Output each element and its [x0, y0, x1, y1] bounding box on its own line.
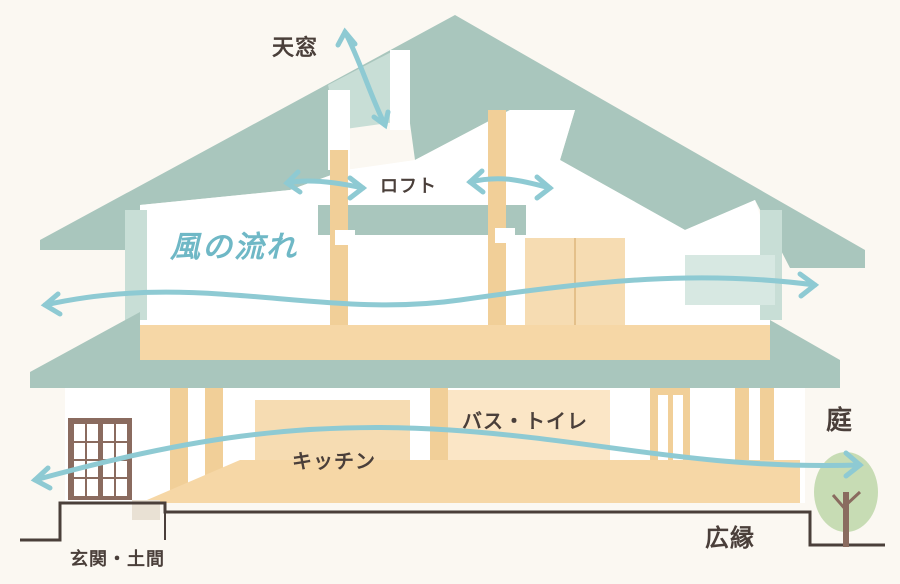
ground-floor: [140, 460, 800, 503]
loft-label: ロフト: [380, 176, 437, 197]
upper-roof: [40, 15, 865, 268]
loft-right-arrow: [467, 176, 553, 191]
garden-label: 庭: [826, 406, 854, 436]
wind-flow-label: 風の流れ: [170, 230, 298, 265]
loft-structure: [318, 110, 526, 360]
upper-left-window: [125, 210, 147, 320]
upper-wind-arrow: [42, 275, 818, 308]
lower-roof: [30, 312, 840, 388]
ground-line: [20, 501, 885, 547]
upper-floor: [140, 325, 770, 360]
lower-wind-arrow: [32, 424, 863, 483]
kitchen-label: キッチン: [292, 449, 376, 473]
bath-toilet-label: バス・トイレ: [462, 409, 588, 433]
entrance-label: 玄関・土間: [70, 549, 165, 570]
loft-left-arrow: [284, 178, 366, 191]
skylight-label: 天窓: [272, 36, 319, 61]
ground-floor-room: [65, 388, 805, 503]
veranda-label: 広縁: [705, 524, 755, 552]
garden-tree: [814, 452, 878, 547]
wind-arrows: [30, 27, 864, 491]
